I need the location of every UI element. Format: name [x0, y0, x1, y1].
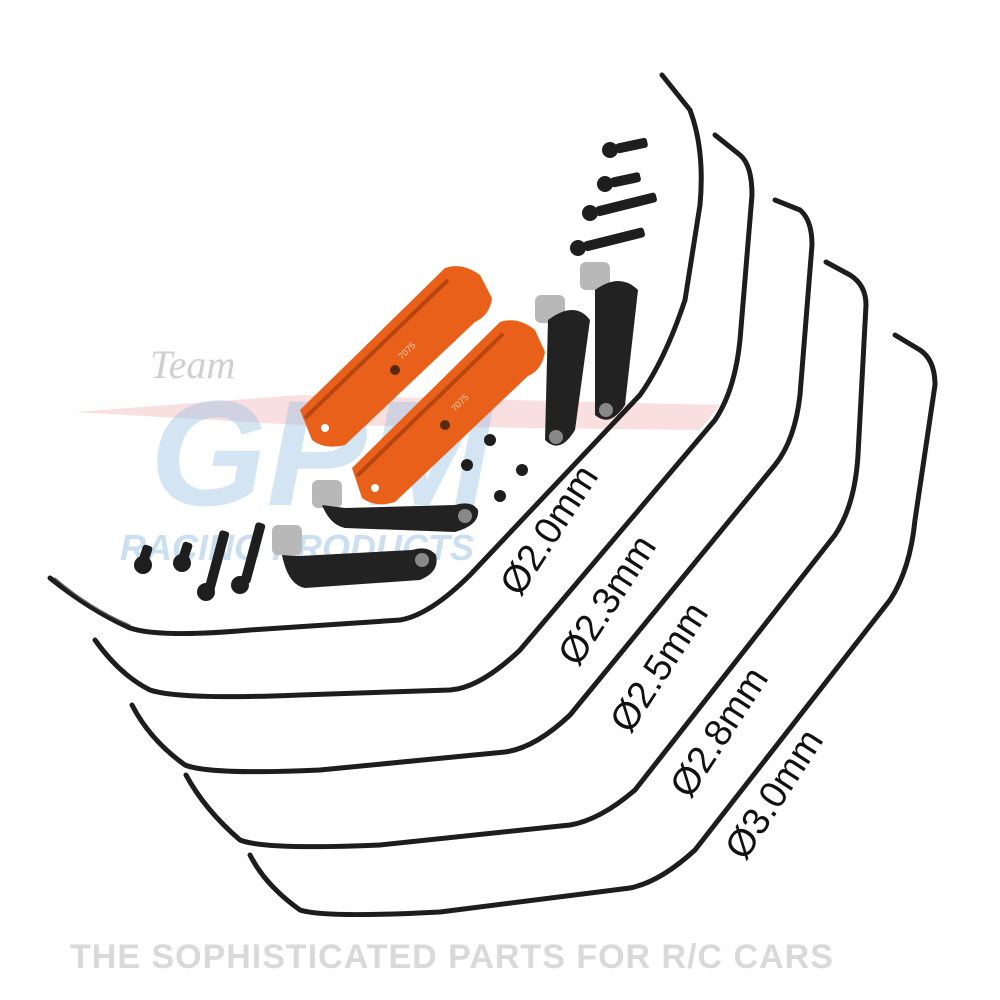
watermark-team: Team: [150, 342, 235, 387]
rod-end-2: [580, 262, 638, 420]
screws: [134, 137, 657, 601]
sway-bar-2-0: [47, 72, 704, 637]
watermark-tagline: THE SOPHISTICATED PARTS FOR R/C CARS: [70, 938, 834, 976]
sway-bar-mount-1: 7075: [300, 266, 492, 447]
sway-bar-2-8: [183, 259, 869, 850]
sway-bar-2-5: [129, 197, 815, 775]
rod-end-4: [272, 525, 437, 588]
watermark: Team GPM RACING PRODUCTS THE SOPHISTICAT…: [70, 342, 834, 976]
sway-bar-2-3: [92, 132, 755, 700]
sway-bar-mount-2: 7075: [352, 320, 545, 505]
rod-end-1: [535, 295, 590, 446]
rod-end-3: [312, 480, 479, 532]
sway-bar-3-0: [247, 332, 938, 918]
